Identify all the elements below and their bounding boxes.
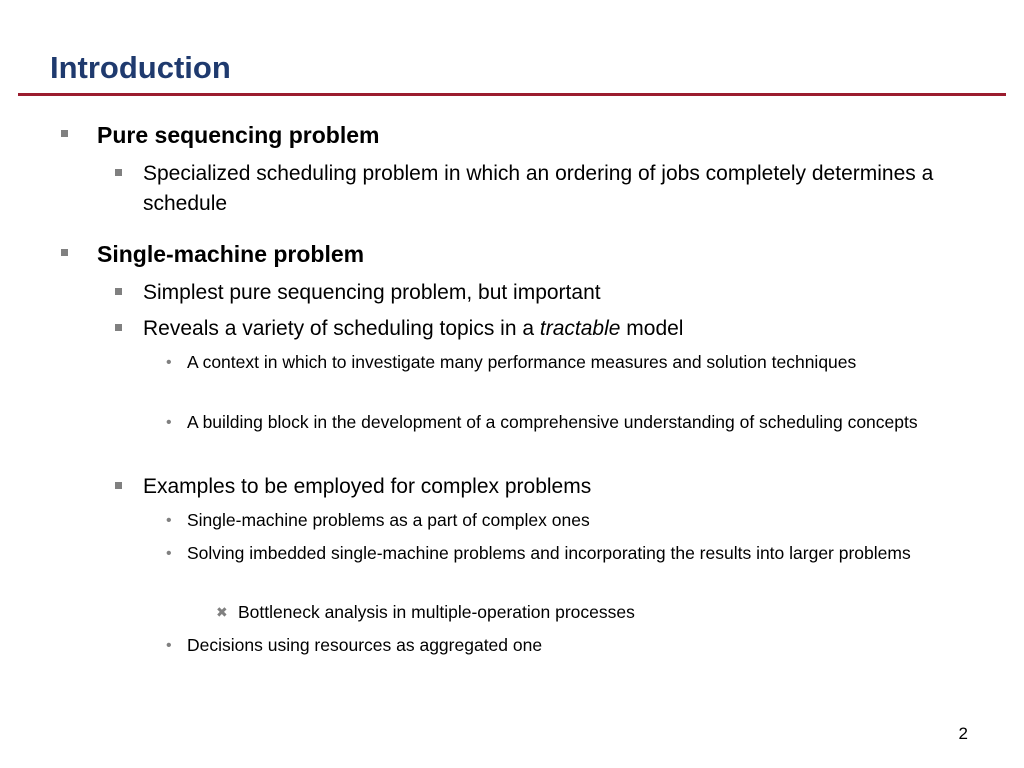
square-bullet-icon [115,482,122,489]
bullet-pure-sequencing: Pure sequencing problem [97,122,380,148]
bullet-solving-imbedded: Solving imbedded single-machine problems… [187,543,911,563]
bullet-reveals-variety-pre: Reveals a variety of scheduling topics i… [143,317,540,340]
cross-bullet-icon: ✖ [216,604,228,620]
bullet-reveals-variety: Reveals a variety of scheduling topics i… [143,314,683,344]
square-bullet-icon [61,130,68,137]
bullet-tractable-emphasis: tractable [539,317,621,340]
bullet-simplest-pure: Simplest pure sequencing problem, but im… [143,281,601,304]
square-bullet-icon [115,324,122,331]
bullet-single-machine: Single-machine problem [97,241,365,267]
dot-bullet-icon: • [166,637,172,654]
bullet-context-investigate: A context in which to investigate many p… [187,352,857,372]
bullet-bottleneck-analysis: Bottleneck analysis in multiple-operatio… [238,602,635,622]
square-bullet-icon [61,249,68,256]
slide-title: Introduction [50,50,231,85]
square-bullet-icon [115,169,122,176]
dot-bullet-icon: • [166,512,172,529]
bullet-building-block: A building block in the development of a… [187,412,918,432]
bullet-examples-complex: Examples to be employed for complex prob… [143,475,592,498]
dot-bullet-icon: • [166,354,172,371]
page-number: 2 [958,724,968,743]
bullet-decisions-resources: Decisions using resources as aggregated … [187,635,543,655]
dot-bullet-icon: • [166,414,172,431]
bullet-specialized-scheduling: Specialized scheduling problem in which … [143,162,934,215]
square-bullet-icon [115,288,122,295]
bullet-reveals-variety-post: model [620,317,684,340]
dot-bullet-icon: • [166,545,172,562]
title-divider [18,93,1006,96]
bullet-part-of-complex: Single-machine problems as a part of com… [187,510,590,530]
